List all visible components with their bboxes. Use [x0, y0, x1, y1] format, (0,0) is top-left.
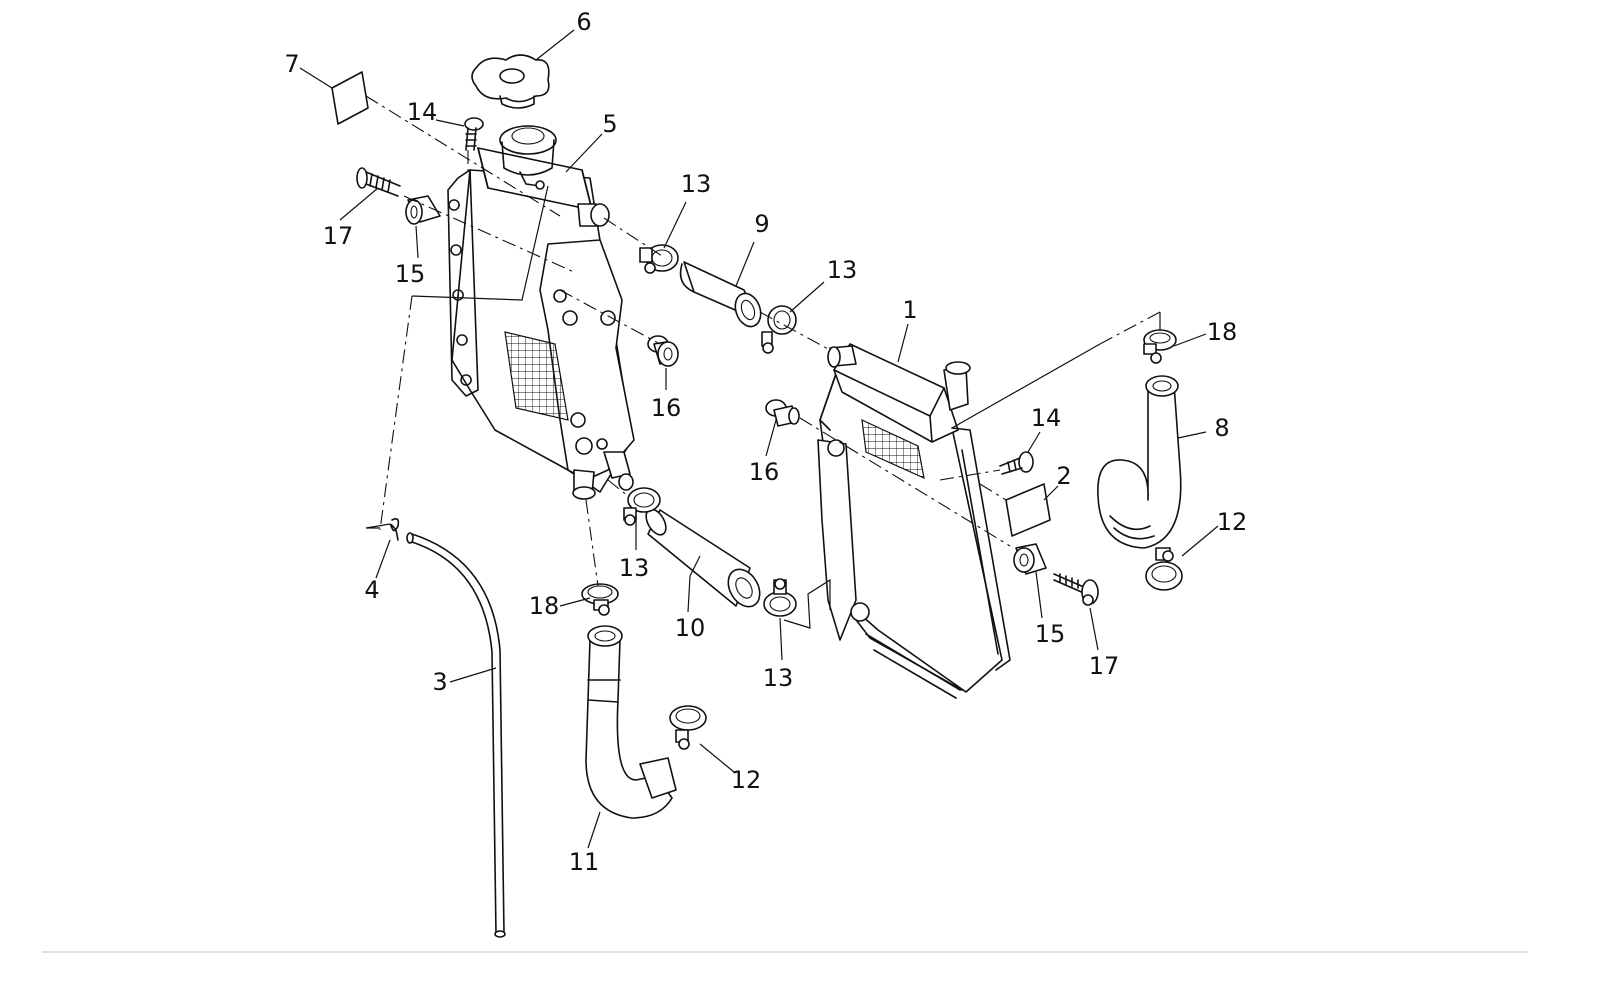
callout-10: 10: [675, 614, 706, 642]
callout-4: 4: [364, 576, 379, 604]
bolt-17-left: [356, 167, 401, 197]
callout-16-left: 16: [651, 394, 682, 422]
clamp-13-a: [639, 244, 679, 274]
callout-7: 7: [284, 50, 299, 78]
grommet-15-left: [405, 195, 441, 225]
clamp-12-bottom: [669, 705, 707, 750]
hose-10: [645, 508, 761, 608]
right-radiator: [817, 343, 1011, 699]
bolt-14-top: [464, 117, 484, 151]
callout-15-right: 15: [1035, 620, 1066, 648]
callout-6: 6: [576, 8, 591, 36]
clamp-18-right: [1143, 329, 1177, 364]
callout-8: 8: [1214, 414, 1229, 442]
radiator-cap: [471, 54, 550, 109]
callout-12-bottom: 12: [731, 766, 762, 794]
hose-11: [585, 625, 677, 819]
callout-labels: 1 2 3 4 5 6 7 8 9 10 11 12 12 13 13 13 1…: [284, 8, 1247, 876]
hose-8: [1097, 375, 1182, 549]
callout-2: 2: [1056, 462, 1071, 490]
callout-3: 3: [432, 668, 447, 696]
clamp-13-b: [761, 305, 797, 354]
callout-5: 5: [602, 110, 617, 138]
overflow-pipe-3: [406, 532, 506, 938]
label-plate-2: [1005, 483, 1051, 537]
callout-13-d: 13: [763, 664, 794, 692]
callout-13-a: 13: [681, 170, 712, 198]
leader-lines: [299, 29, 1219, 849]
grommet-16-left: [647, 335, 679, 367]
bolt-14-right: [999, 451, 1034, 475]
callout-14-top: 14: [407, 98, 438, 126]
callout-18-right: 18: [1207, 318, 1238, 346]
callout-18-left: 18: [529, 592, 560, 620]
label-plate-7: [331, 71, 369, 125]
hose-9: [679, 261, 762, 328]
routing-lines: [365, 185, 1161, 629]
callout-14-right: 14: [1031, 404, 1062, 432]
bolt-17-right: [1053, 573, 1099, 606]
callout-11: 11: [569, 848, 600, 876]
assembly-lines: [365, 95, 1161, 587]
clamp-13-c: [623, 487, 661, 526]
callout-17-right: 17: [1089, 652, 1120, 680]
clamp-18-left: [581, 583, 619, 616]
clip-4: [389, 518, 400, 541]
callout-1: 1: [902, 296, 917, 324]
callout-15-left: 15: [395, 260, 426, 288]
callout-17-left: 17: [323, 222, 354, 250]
grommet-16-right: [765, 399, 800, 427]
callout-16-right: 16: [749, 458, 780, 486]
left-radiator: [447, 125, 635, 500]
callout-13-c: 13: [619, 554, 650, 582]
callout-9: 9: [754, 210, 769, 238]
grommet-15-right: [1013, 543, 1047, 575]
clamp-12-right: [1145, 547, 1183, 591]
callout-13-b: 13: [827, 256, 858, 284]
clamp-13-d: [763, 578, 797, 617]
callout-12-right: 12: [1217, 508, 1248, 536]
